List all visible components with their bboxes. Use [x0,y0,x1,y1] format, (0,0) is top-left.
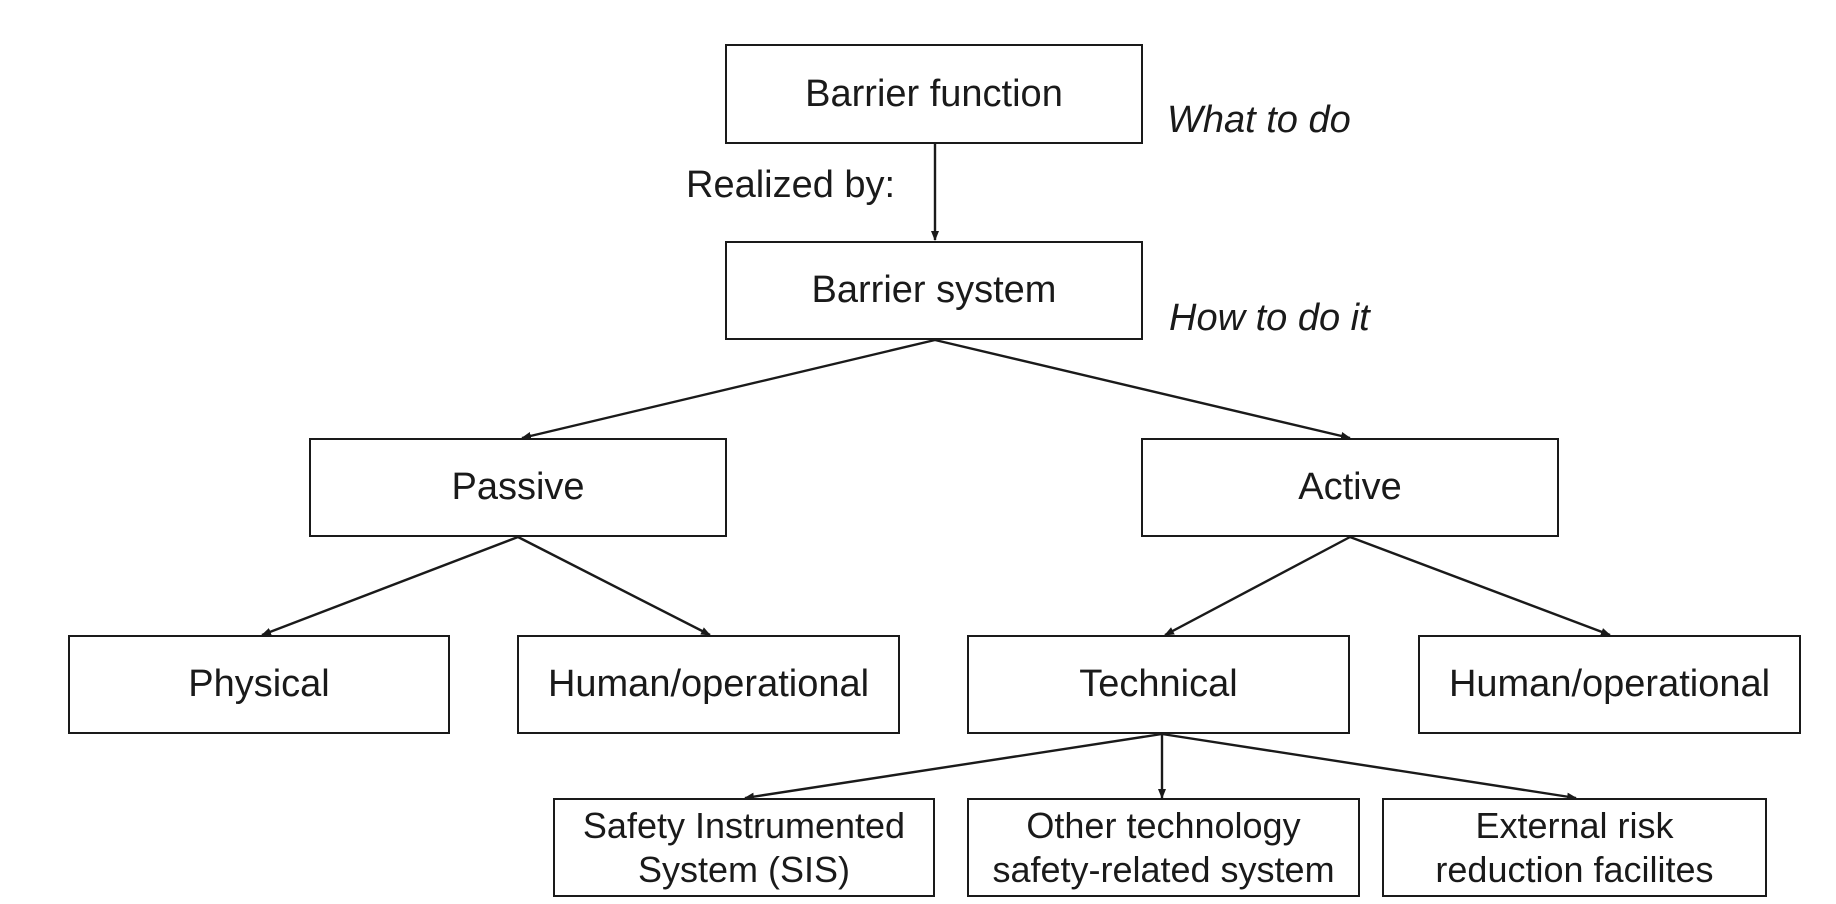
what-to-do-annotation: What to do [1167,99,1351,141]
node-technical: Technical [967,635,1350,734]
arrow-system-to-passive [521,338,936,440]
node-label: External risk reduction facilites [1435,804,1714,890]
node-label: Barrier system [811,269,1057,311]
node-label: Other technology safety-related system [992,804,1335,890]
realized-by-label: Realized by: [686,164,896,206]
arrow-technical-to-sis [744,732,1163,801]
node-passive: Passive [309,438,727,537]
node-label: Passive [451,466,585,508]
node-other-technology-system: Other technology safety-related system [967,798,1360,897]
node-label: Technical [1079,663,1238,705]
node-safety-instrumented-system: Safety Instrumented System (SIS) [553,798,935,897]
node-active-human-operational: Human/operational [1418,635,1801,734]
node-barrier-function: Barrier function [725,44,1143,144]
node-active: Active [1141,438,1559,537]
node-passive-human-operational: Human/operational [517,635,900,734]
node-barrier-system: Barrier system [725,241,1143,340]
node-label: Physical [188,663,330,705]
node-label: Safety Instrumented System (SIS) [582,804,906,890]
node-label: Active [1298,466,1402,508]
node-label: Human/operational [547,663,870,705]
node-label: Barrier function [805,72,1063,115]
arrow-active-to-human-operational [1349,535,1611,637]
node-external-risk-reduction: External risk reduction facilites [1382,798,1767,897]
node-label: Human/operational [1448,663,1771,705]
arrow-passive-to-physical [261,535,519,637]
arrow-system-to-active [934,338,1351,440]
arrow-passive-to-human-operational [517,535,711,637]
arrow-technical-to-external-risk [1161,732,1577,801]
how-to-do-it-annotation: How to do it [1169,297,1370,339]
node-physical: Physical [68,635,450,734]
arrow-active-to-technical [1164,535,1351,637]
